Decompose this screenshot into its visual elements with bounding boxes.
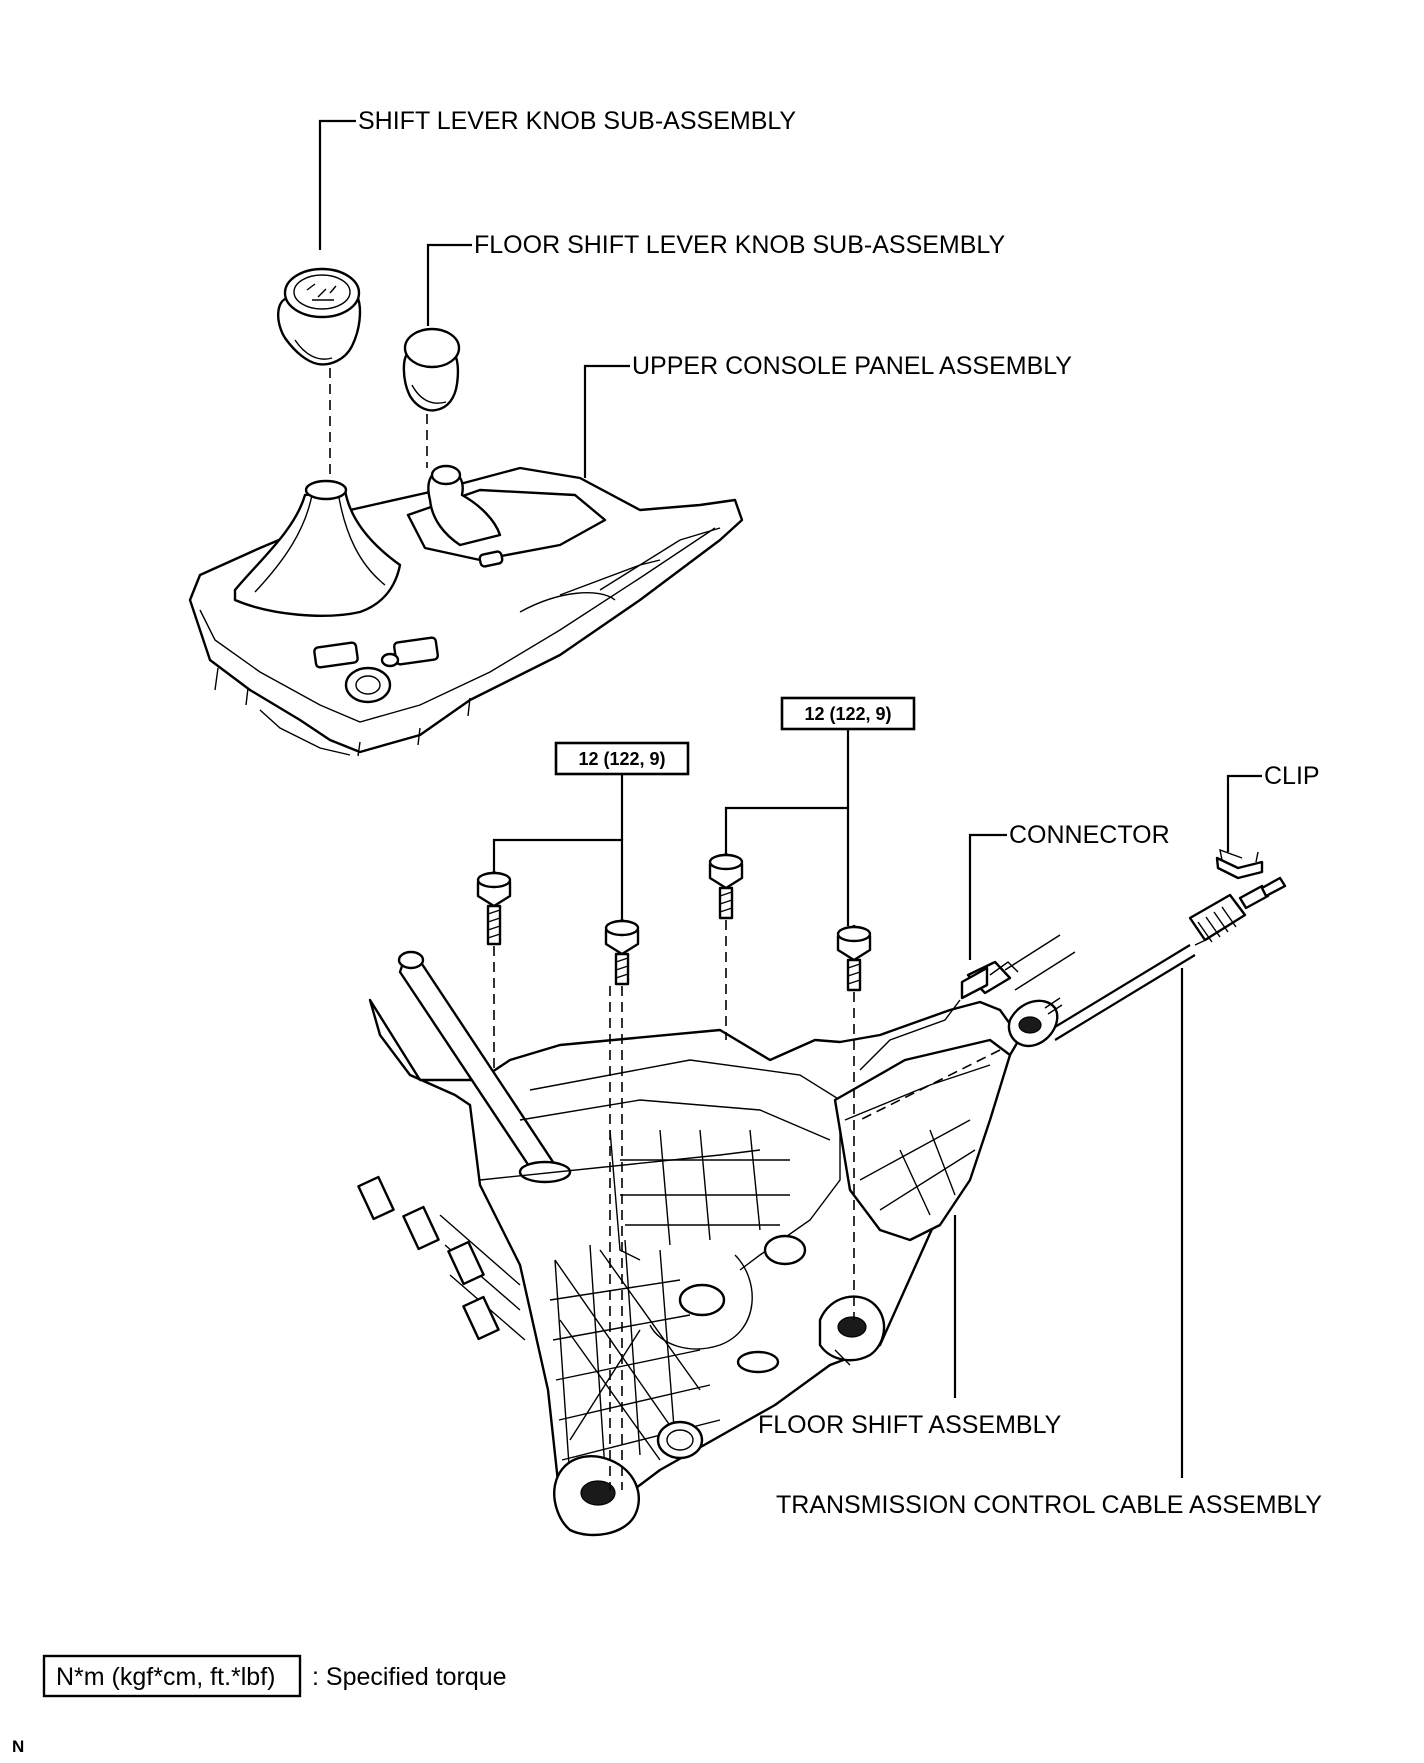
shift-lever-knob-drawing — [277, 267, 362, 366]
leader-connector — [968, 833, 1007, 960]
leader-torque-1-branches — [492, 838, 624, 920]
label-floor-shift-assembly: FLOOR SHIFT ASSEMBLY — [758, 1411, 1062, 1439]
label-transmission-control-cable: TRANSMISSION CONTROL CABLE ASSEMBLY — [776, 1491, 1322, 1519]
connector-drawing — [960, 934, 1076, 1000]
torque-spec-box-2: 12 (122, 9) — [780, 696, 916, 731]
bolt-1 — [476, 870, 512, 946]
torque-spec-box-1: 12 (122, 9) — [554, 741, 690, 776]
leader-clip — [1226, 774, 1262, 852]
bolt-3 — [708, 852, 744, 920]
torque-legend: N*m (kgf*cm, ft.*lbf) : Specified torque — [42, 1654, 507, 1698]
corner-mark: N — [12, 1737, 24, 1756]
floor-shift-lever-knob-drawing — [402, 327, 461, 412]
label-clip: CLIP — [1264, 762, 1320, 790]
bolt-2 — [604, 918, 640, 986]
label-upper-console-panel: UPPER CONSOLE PANEL ASSEMBLY — [632, 352, 1072, 380]
torque-spec-1-value: 12 (122, 9) — [578, 749, 665, 769]
leader-shift-lever-knob — [318, 119, 356, 250]
transmission-control-cable-drawing — [1007, 876, 1287, 1048]
cable-dashed-guide — [859, 1049, 1001, 1121]
leader-upper-console-panel — [583, 364, 630, 478]
torque-spec-2-value: 12 (122, 9) — [804, 704, 891, 724]
label-shift-lever-knob: SHIFT LEVER KNOB SUB-ASSEMBLY — [358, 107, 796, 135]
leader-torque-2-branches — [724, 806, 850, 926]
legend-description: : Specified torque — [312, 1663, 507, 1691]
leader-floor-shift-lever-knob — [426, 243, 472, 326]
clip-drawing — [1215, 848, 1264, 880]
label-floor-shift-lever-knob: FLOOR SHIFT LEVER KNOB SUB-ASSEMBLY — [474, 231, 1005, 259]
legend-unit-box-text: N*m (kgf*cm, ft.*lbf) — [56, 1663, 275, 1691]
floor-shift-assembly-drawing — [357, 950, 1022, 1537]
upper-console-panel-drawing — [188, 464, 744, 757]
label-connector: CONNECTOR — [1009, 821, 1170, 849]
bolt-4 — [836, 924, 872, 992]
